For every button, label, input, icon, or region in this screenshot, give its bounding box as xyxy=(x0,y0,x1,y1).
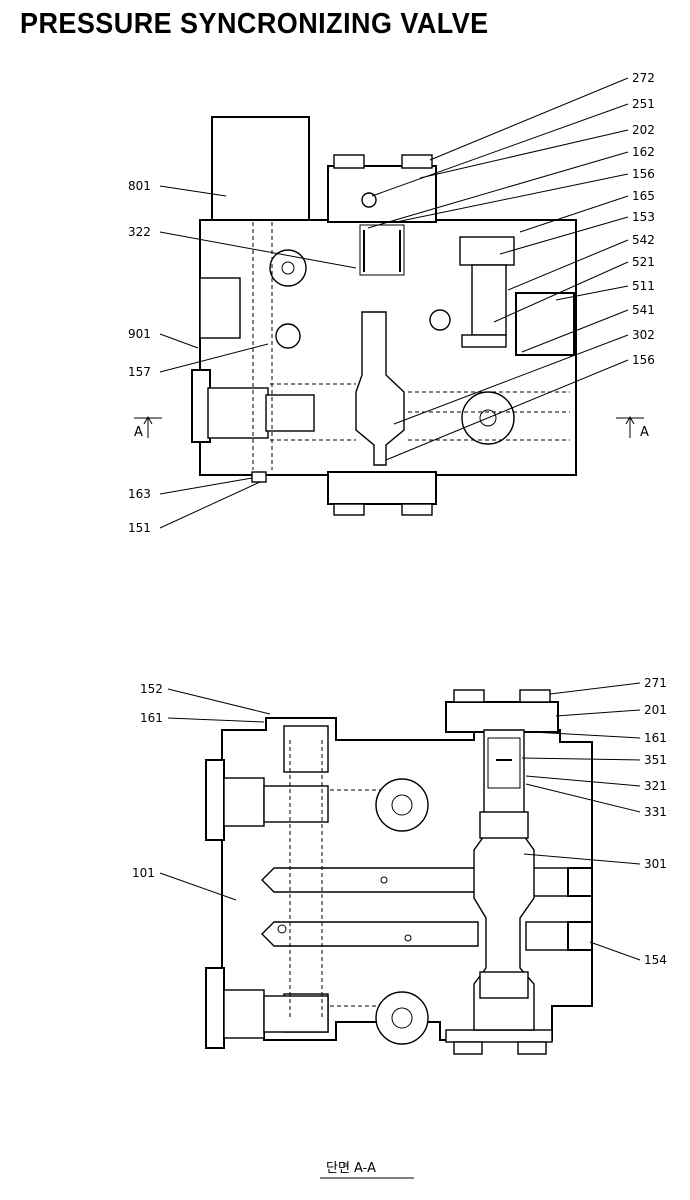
top-view: A A xyxy=(134,77,649,529)
part-label: 351 xyxy=(644,753,667,767)
section-mark-right: A xyxy=(640,425,649,440)
part-label: 201 xyxy=(644,703,667,717)
part-label: 321 xyxy=(644,779,667,793)
part-label: 163 xyxy=(128,487,151,501)
section-mark-left: A xyxy=(134,425,143,440)
part-label: 152 xyxy=(140,682,163,696)
top-cap xyxy=(327,165,437,223)
section-caption: 단면 A-A xyxy=(326,1161,376,1176)
part-label: 156 xyxy=(632,167,655,181)
part-label: 801 xyxy=(128,179,151,193)
part-label: 302 xyxy=(632,328,655,342)
part-label: 154 xyxy=(644,953,667,967)
section-spool xyxy=(473,729,535,1031)
section-labels-left: 152 161 101 xyxy=(132,682,163,880)
upper-knob xyxy=(375,778,429,832)
part-label: 157 xyxy=(128,365,151,379)
part-label: 301 xyxy=(644,857,667,871)
drawing-title: PRESSURE SYNCRONIZING VALVE xyxy=(20,8,489,40)
part-label: 251 xyxy=(632,97,655,111)
part-label: 153 xyxy=(632,210,655,224)
solenoid-block xyxy=(211,116,310,222)
part-label: 322 xyxy=(128,225,151,239)
lower-knob xyxy=(375,991,429,1045)
part-label: 161 xyxy=(140,711,163,725)
top-labels-left: 801 322 901 157 163 151 xyxy=(128,179,151,535)
part-label: 331 xyxy=(644,805,667,819)
part-label: 161 xyxy=(644,731,667,745)
part-label: 901 xyxy=(128,327,151,341)
top-labels-right: 272 251 202 162 156 165 153 542 521 511 … xyxy=(632,71,655,367)
part-label: 162 xyxy=(632,145,655,159)
part-label: 271 xyxy=(644,676,667,690)
part-label: 101 xyxy=(132,866,155,880)
part-label: 541 xyxy=(632,303,655,317)
part-label: 511 xyxy=(632,279,655,293)
part-label: 272 xyxy=(632,71,655,85)
part-label: 151 xyxy=(128,521,151,535)
part-label: 542 xyxy=(632,233,655,247)
part-label: 156 xyxy=(632,353,655,367)
section-labels-right: 271 201 161 351 321 331 301 154 xyxy=(644,676,667,967)
part-label: 521 xyxy=(632,255,655,269)
part-label: 165 xyxy=(632,189,655,203)
section-view xyxy=(159,682,641,1055)
center-spool xyxy=(355,311,405,466)
part-label: 202 xyxy=(632,123,655,137)
